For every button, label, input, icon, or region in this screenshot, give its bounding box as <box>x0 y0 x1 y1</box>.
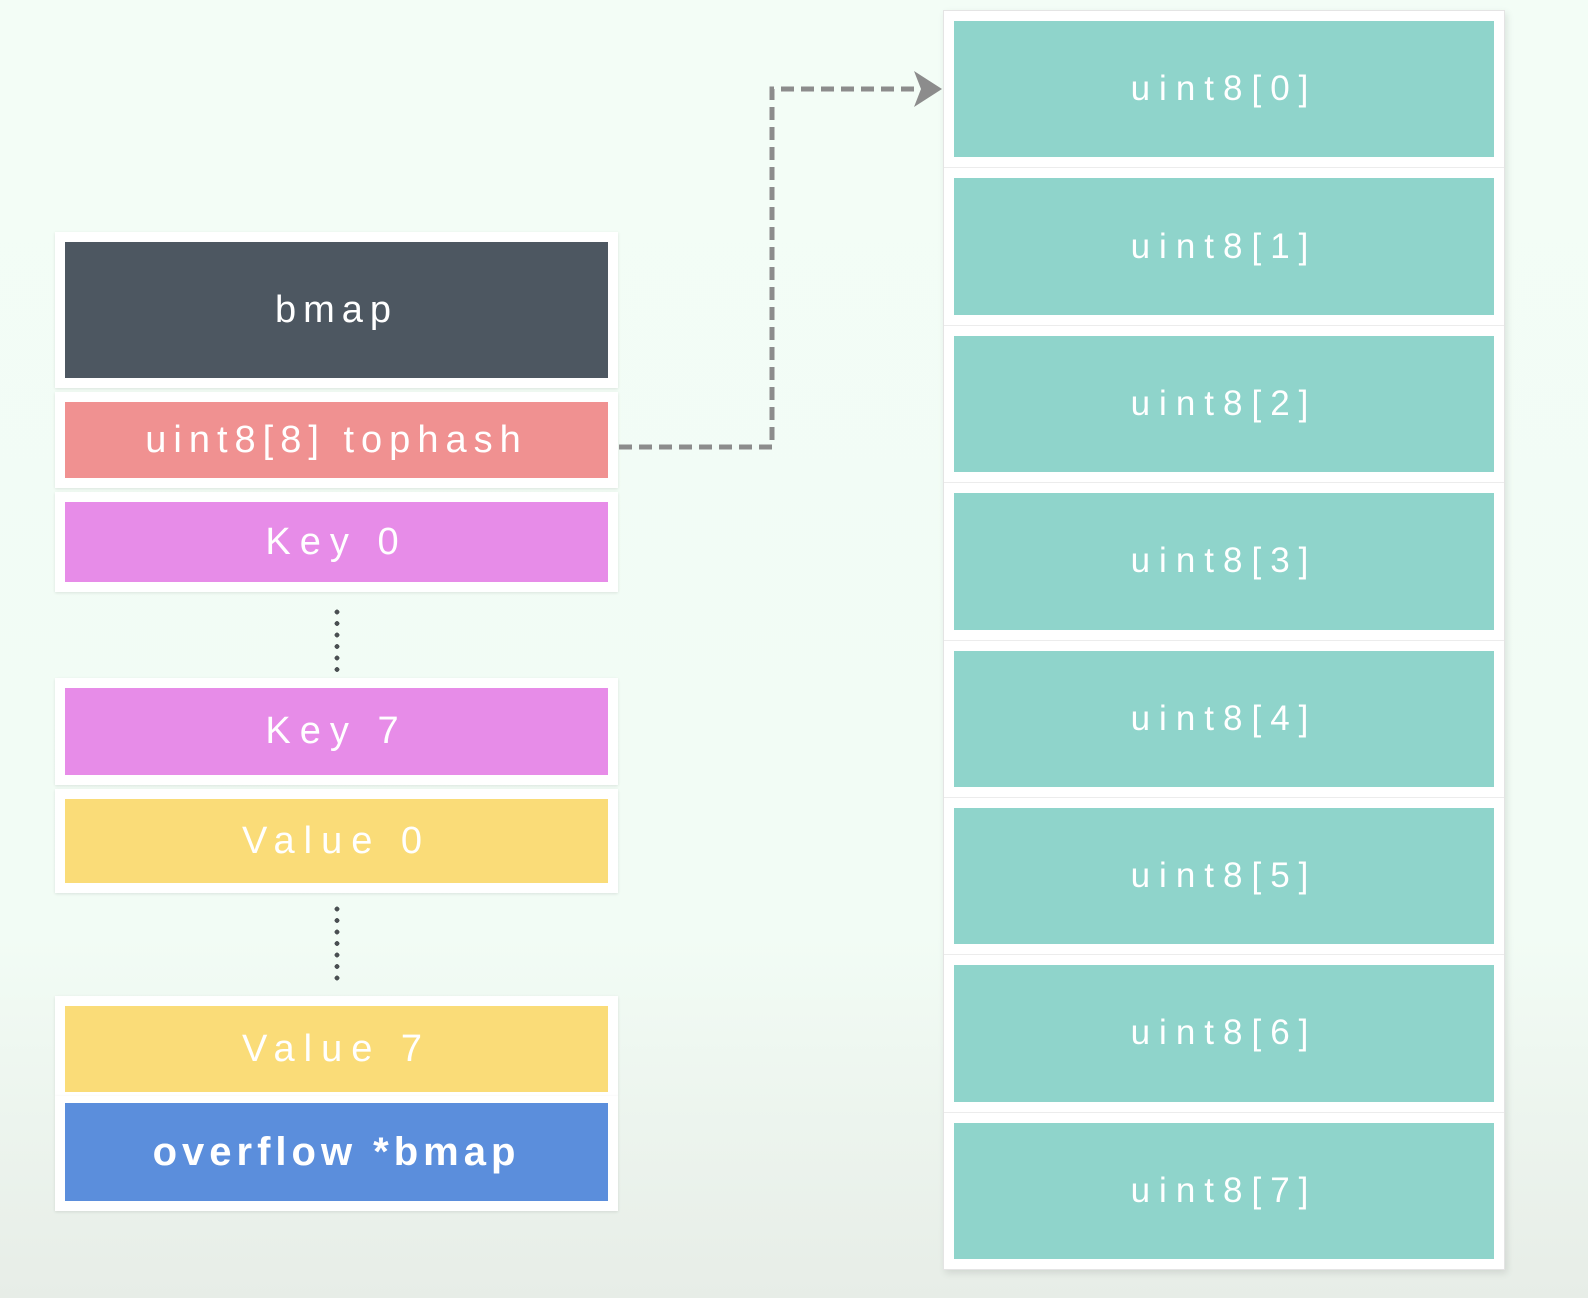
tophash-array-panel: uint8[0] uint8[1] uint8[2] uint8[3] uint… <box>943 10 1505 1270</box>
value7-field-card: Value 7 <box>55 996 618 1096</box>
overflow-field-card: overflow *bmap <box>55 1096 618 1211</box>
block-bmap-label: bmap <box>274 288 399 331</box>
block-value-0: Value 0 <box>65 799 608 883</box>
value0-field-card: Value 0 <box>55 789 618 893</box>
block-overflow: overflow *bmap <box>65 1103 608 1201</box>
block-value-0-label: Value 0 <box>241 819 432 862</box>
block-tophash: uint8[8] tophash <box>65 402 608 478</box>
array-cell: uint8[2] <box>944 326 1504 484</box>
block-key-0-label: Key 0 <box>265 520 408 563</box>
array-cell: uint8[4] <box>944 641 1504 798</box>
block-value-7-label: Value 7 <box>241 1027 432 1070</box>
keys-ellipsis-dots <box>334 608 340 672</box>
block-key-7-label: Key 7 <box>265 710 408 752</box>
key0-field-card: Key 0 <box>55 492 618 592</box>
array-cell: uint8[5] <box>944 798 1504 956</box>
block-key-7: Key 7 <box>65 688 608 775</box>
cell-uint8-6: uint8[6] <box>954 965 1494 1102</box>
array-cell: uint8[0] <box>944 11 1504 169</box>
block-overflow-label: overflow *bmap <box>152 1129 521 1174</box>
array-cell: uint8[3] <box>944 483 1504 641</box>
arrow-dashed-path <box>619 86 926 450</box>
cell-uint8-1: uint8[1] <box>954 178 1494 315</box>
block-value-7: Value 7 <box>65 1006 608 1092</box>
key7-field-card: Key 7 <box>55 678 618 785</box>
cell-uint8-5: uint8[5] <box>954 807 1494 945</box>
block-tophash-label: uint8[8] tophash <box>145 418 528 461</box>
block-bmap: bmap <box>65 242 608 378</box>
array-cell: uint8[6] <box>944 955 1504 1113</box>
arrowhead-icon <box>914 71 942 107</box>
cell-uint8-4: uint8[4] <box>954 650 1494 787</box>
array-cell: uint8[1] <box>944 168 1504 326</box>
block-key-0: Key 0 <box>65 502 608 582</box>
cell-uint8-2: uint8[2] <box>954 335 1494 473</box>
cell-uint8-3: uint8[3] <box>954 493 1494 630</box>
tophash-field-card: uint8[8] tophash <box>55 392 618 488</box>
values-ellipsis-dots <box>334 905 340 987</box>
bmap-struct-card: bmap <box>55 232 618 388</box>
cell-uint8-7: uint8[7] <box>954 1122 1494 1259</box>
cell-uint8-0: uint8[0] <box>954 21 1494 158</box>
array-cell: uint8[7] <box>944 1113 1504 1269</box>
